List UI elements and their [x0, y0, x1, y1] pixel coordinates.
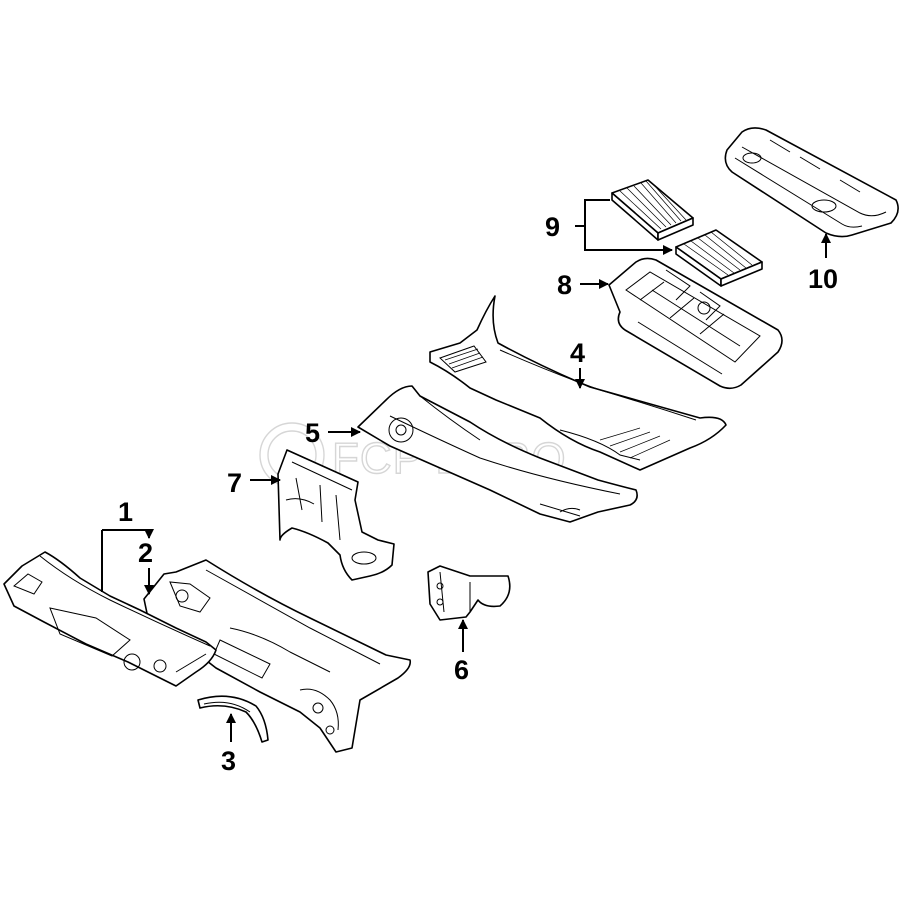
callout-1: 1	[118, 497, 133, 527]
callout-2: 2	[138, 538, 153, 568]
leader-1	[101, 530, 149, 592]
leader-9	[575, 199, 672, 250]
part-7-side-bracket	[277, 449, 395, 581]
filter-lower	[675, 229, 763, 287]
part-5-wiper-cowl	[357, 385, 638, 523]
part-10-cover	[724, 127, 899, 238]
callout-6: 6	[454, 655, 469, 685]
part-3-arc-brace	[197, 695, 269, 743]
callout-3: 3	[221, 746, 236, 776]
callout-8: 8	[557, 270, 572, 300]
callout-7: 7	[227, 468, 242, 498]
part-8-tray	[608, 257, 783, 390]
callout-9: 9	[545, 212, 560, 242]
filter-upper	[611, 179, 694, 241]
part-6-plate	[427, 565, 511, 621]
leader-lines	[101, 199, 831, 742]
part-1-insulator	[3, 551, 217, 687]
part-9-filters	[611, 179, 763, 287]
callout-10: 10	[808, 264, 838, 294]
callout-5: 5	[305, 418, 320, 448]
callout-labels: 1 2 3 4 5 6 7 8 9 10	[118, 212, 838, 776]
callout-4: 4	[570, 338, 585, 368]
